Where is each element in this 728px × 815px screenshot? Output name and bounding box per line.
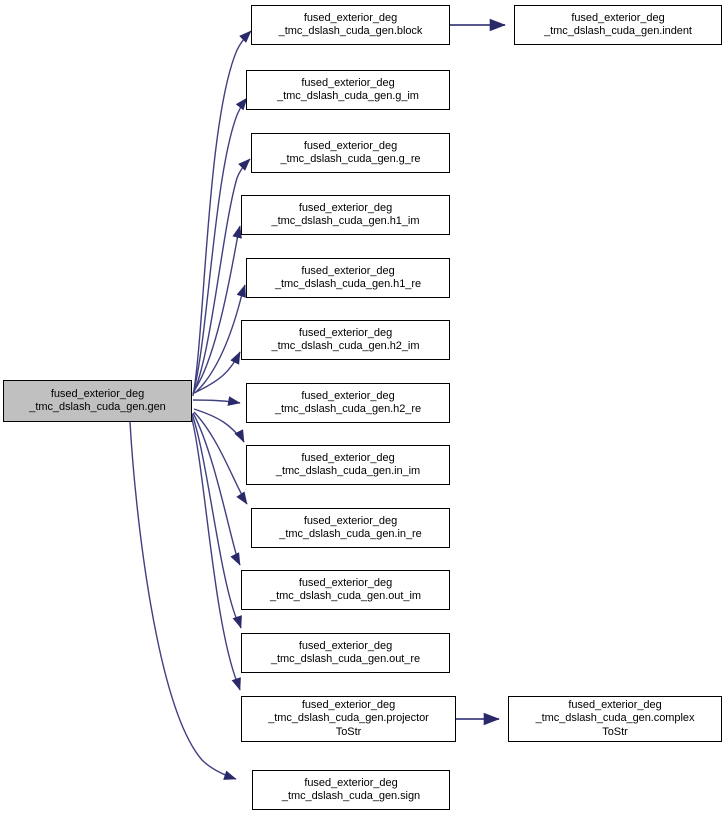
node-label-line: _tmc_dslash_cuda_gen.block: [278, 25, 423, 37]
node-label-line: _tmc_dslash_cuda_gen.sign: [281, 790, 421, 802]
graph-node-complexToStr[interactable]: fused_exterior_deg_tmc_dslash_cuda_gen.c…: [508, 696, 722, 742]
node-label-line: _tmc_dslash_cuda_gen.h1_im: [271, 215, 420, 227]
node-label-line: ToStr: [335, 725, 362, 738]
node-label-line: _tmc_dslash_cuda_gen.h1_re: [274, 278, 422, 290]
node-label-line: _tmc_dslash_cuda_gen.out_re: [270, 653, 421, 665]
node-label-line: fused_exterior_deg: [298, 326, 393, 339]
node-label-line: fused_exterior_deg: [568, 698, 662, 711]
edge-gen-to-h2_im: [193, 351, 241, 394]
node-label-line: _tmc_dslash_cuda_gen.complex: [535, 712, 695, 725]
node-label-line: fused_exterior_deg: [571, 11, 665, 24]
node-label-line: fused_exterior_deg: [303, 514, 398, 527]
node-label-line: fused_exterior_deg: [298, 639, 393, 652]
edge-gen-to-sign: [129, 421, 237, 780]
node-label-line: fused_exterior_deg: [301, 264, 395, 277]
edge-gen-to-h1_re: [194, 284, 246, 394]
node-label-line: fused_exterior_deg: [303, 11, 398, 24]
node-label-line: fused_exterior_deg: [301, 698, 396, 711]
node-label-line: fused_exterior_deg: [301, 389, 395, 402]
graph-node-indent[interactable]: fused_exterior_deg_tmc_dslash_cuda_gen.i…: [514, 5, 722, 45]
edge-gen-to-in_im: [193, 408, 245, 443]
graph-node-projectorToStr[interactable]: fused_exterior_deg_tmc_dslash_cuda_gen.p…: [241, 696, 456, 742]
graph-node-out_re[interactable]: fused_exterior_deg_tmc_dslash_cuda_gen.o…: [241, 633, 450, 673]
graph-node-in_im[interactable]: fused_exterior_deg_tmc_dslash_cuda_gen.i…: [246, 445, 450, 485]
graph-node-h2_im[interactable]: fused_exterior_deg_tmc_dslash_cuda_gen.h…: [241, 320, 450, 360]
edge-gen-to-g_im: [192, 97, 248, 395]
graph-node-out_im[interactable]: fused_exterior_deg_tmc_dslash_cuda_gen.o…: [241, 570, 450, 610]
node-label-line: _tmc_dslash_cuda_gen.g_im: [277, 90, 419, 102]
edge-gen-to-in_re: [193, 411, 248, 505]
node-label-line: _tmc_dslash_cuda_gen.h2_re: [274, 403, 422, 415]
edge-gen-to-out_im: [192, 412, 241, 566]
edge-gen-to-h1_im: [193, 225, 242, 392]
edge-gen-to-out_re: [191, 413, 242, 629]
graph-node-block[interactable]: fused_exterior_deg_tmc_dslash_cuda_gen.b…: [251, 5, 450, 45]
node-label-line: fused_exterior_deg: [50, 387, 145, 400]
graph-node-sign[interactable]: fused_exterior_deg_tmc_dslash_cuda_gen.s…: [252, 770, 450, 810]
node-label-line: fused_exterior_deg: [301, 76, 395, 89]
node-label-line: _tmc_dslash_cuda_gen.projector: [268, 712, 429, 725]
edge-gen-to-h2_re: [192, 396, 241, 406]
graph-node-h1_re[interactable]: fused_exterior_deg_tmc_dslash_cuda_gen.h…: [246, 258, 450, 298]
node-label-line: _tmc_dslash_cuda_gen.indent: [544, 25, 692, 37]
graph-node-in_re[interactable]: fused_exterior_deg_tmc_dslash_cuda_gen.i…: [251, 508, 450, 548]
graph-node-g_im[interactable]: fused_exterior_deg_tmc_dslash_cuda_gen.g…: [246, 70, 450, 110]
node-label-line: fused_exterior_deg: [301, 451, 395, 464]
node-label-line: _tmc_dslash_cuda_gen.out_im: [270, 590, 421, 602]
graph-node-g_re[interactable]: fused_exterior_deg_tmc_dslash_cuda_gen.g…: [251, 133, 450, 173]
node-label-line: fused_exterior_deg: [298, 576, 393, 589]
node-label-line: _tmc_dslash_cuda_gen.h2_im: [271, 340, 420, 352]
graph-node-h1_im[interactable]: fused_exterior_deg_tmc_dslash_cuda_gen.h…: [241, 195, 450, 235]
node-label-line: _tmc_dslash_cuda_gen.gen: [29, 401, 166, 413]
graph-node-gen[interactable]: fused_exterior_deg_tmc_dslash_cuda_gen.g…: [3, 380, 192, 422]
node-label-line: _tmc_dslash_cuda_gen.g_re: [280, 153, 421, 165]
node-label-line: fused_exterior_deg: [298, 201, 393, 214]
node-label-line: _tmc_dslash_cuda_gen.in_re: [279, 528, 422, 540]
node-label-line: fused_exterior_deg: [304, 776, 398, 789]
node-label-line: ToStr: [602, 725, 628, 738]
edge-gen-to-projectorToStr: [190, 414, 241, 691]
node-label-line: _tmc_dslash_cuda_gen.in_im: [275, 465, 421, 477]
node-label-line: fused_exterior_deg: [303, 139, 398, 152]
graph-node-h2_re[interactable]: fused_exterior_deg_tmc_dslash_cuda_gen.h…: [246, 383, 450, 423]
